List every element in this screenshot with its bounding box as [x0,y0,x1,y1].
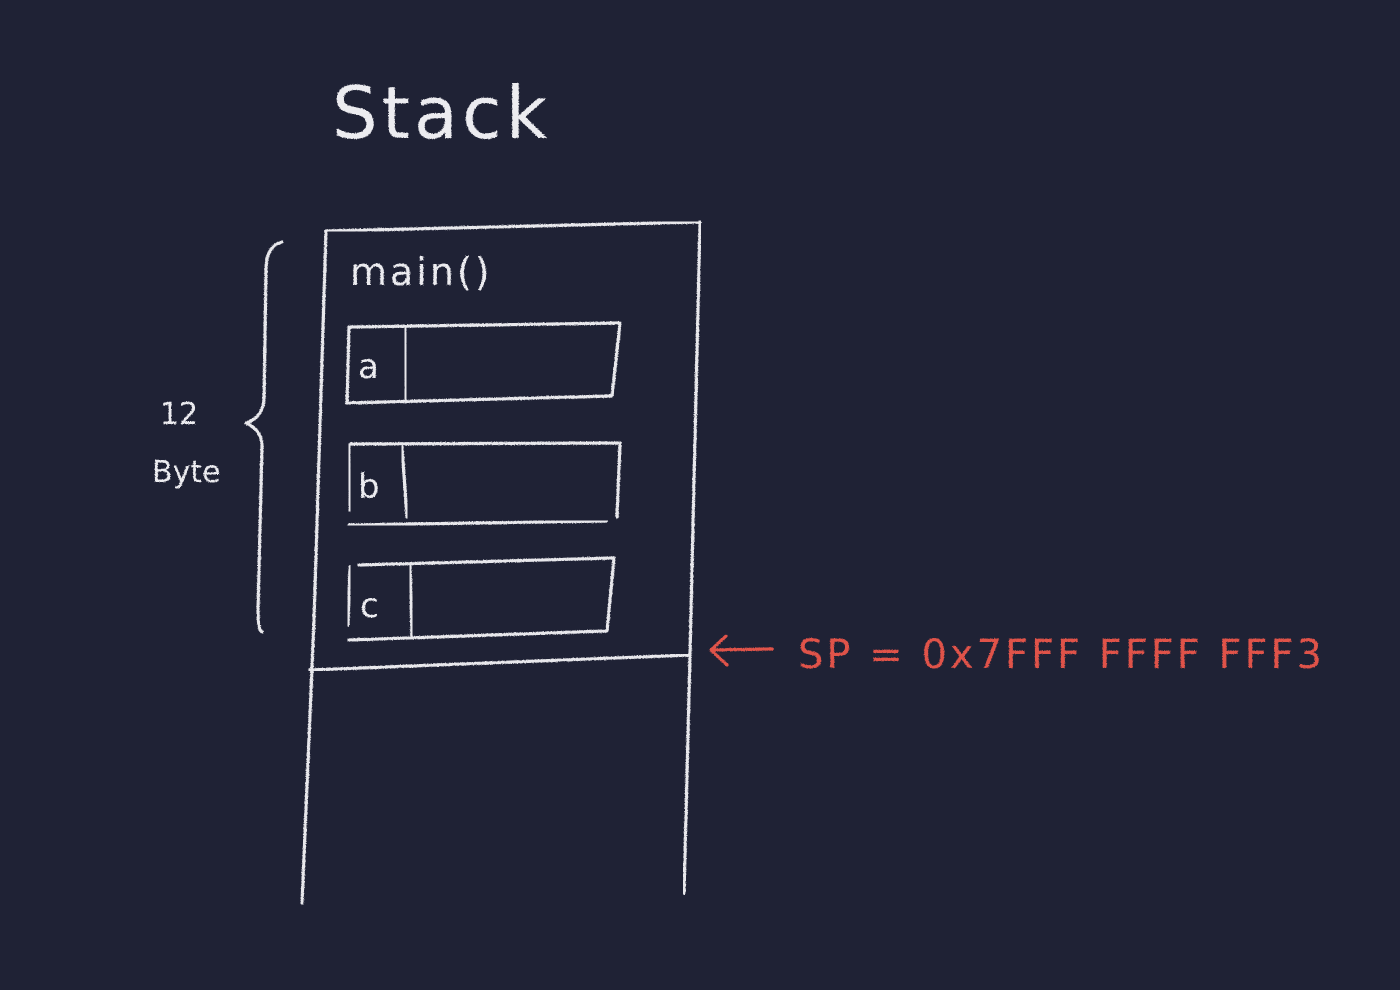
slot-c-divider [408,564,414,638]
frame-bottom-edge [308,653,692,672]
slot-b-bottom [347,519,608,527]
slot-a-divider [403,326,408,404]
variable-a-label: a [358,347,379,387]
size-label-number: 12 [160,397,198,432]
variable-slot-a: a [345,321,622,405]
slot-a-box [345,321,622,405]
stack-pointer-label: SP = 0x7FFF FFFF FFF3 [798,632,1325,678]
stack-top-edge [324,220,702,233]
stack-right-edge [682,220,702,895]
curly-brace-icon [244,240,284,634]
slot-b-top-right [349,441,622,519]
size-label-unit: Byte [152,455,221,490]
slot-b-divider [400,445,409,519]
left-arrow-icon [709,634,774,667]
stack-left-edge [300,229,328,905]
stack-outline [300,220,702,905]
variable-b-label: b [358,467,380,507]
slot-b-left [347,443,352,512]
diagram-title: Stack [332,71,551,155]
variable-c-label: c [360,586,379,626]
variable-slot-b: b [347,441,622,527]
slot-c-left [346,565,352,627]
variable-slot-c: c [346,556,616,642]
slot-c-box [347,556,616,642]
frame-label: main() [350,250,493,294]
stack-pointer-annotation: SP = 0x7FFF FFFF FFF3 [709,632,1325,678]
